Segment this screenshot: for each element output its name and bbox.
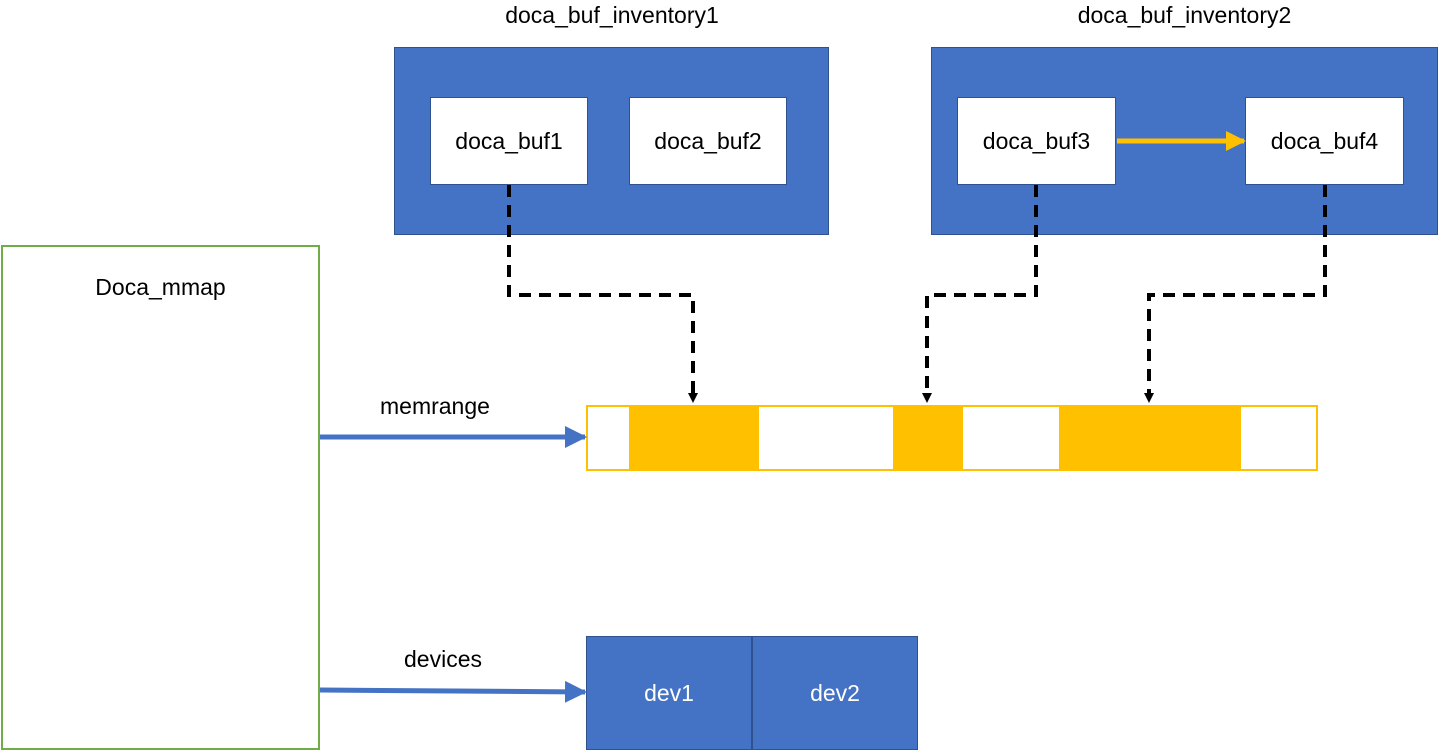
memrange-label: memrange xyxy=(380,393,490,419)
inventory1-title: doca_buf_inventory1 xyxy=(505,2,719,28)
doca-mmap-label: Doca_mmap xyxy=(95,274,226,300)
buffer-doca-buf2: doca_buf2 xyxy=(629,97,787,185)
buffer-doca-buf3: doca_buf3 xyxy=(957,97,1116,185)
doca-mmap-box xyxy=(1,245,320,750)
memrange-segment-buf1 xyxy=(629,407,759,469)
inventory2-title: doca_buf_inventory2 xyxy=(1077,2,1292,28)
devices-label: devices xyxy=(404,646,482,672)
memrange-segment-buf3 xyxy=(893,407,963,469)
memrange-segment-buf4 xyxy=(1059,407,1241,469)
arrow-mmap-to-devices xyxy=(319,680,587,703)
device-dev2: dev2 xyxy=(752,636,918,750)
buffer-doca-buf1: doca_buf1 xyxy=(430,97,588,185)
device-dev1: dev1 xyxy=(586,636,752,750)
buffer-doca-buf4: doca_buf4 xyxy=(1245,97,1404,185)
memrange-bar xyxy=(586,405,1318,471)
